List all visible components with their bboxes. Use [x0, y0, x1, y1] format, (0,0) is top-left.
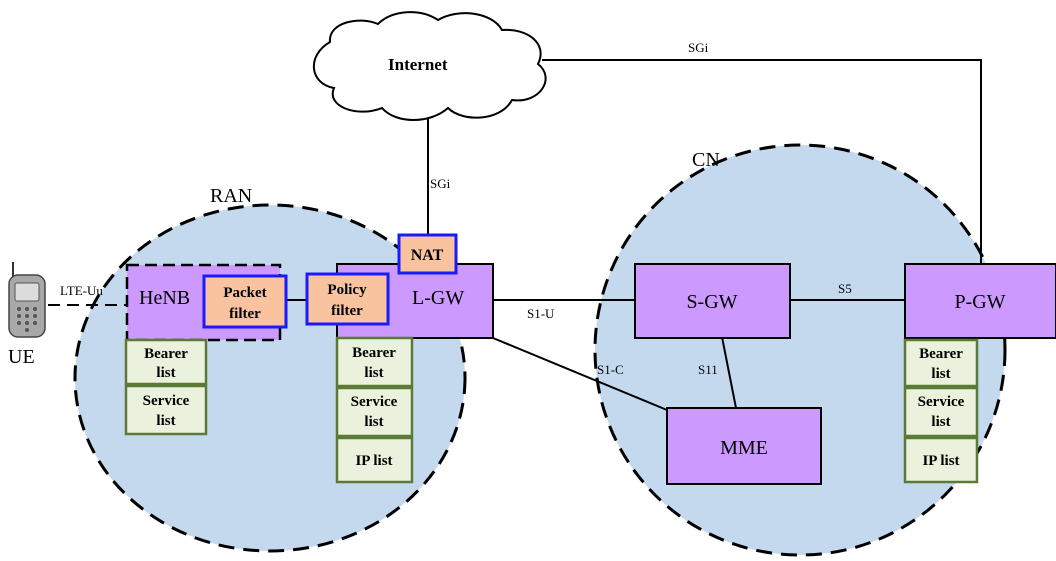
lgw-bearer-line1: Bearer	[352, 345, 396, 361]
sgi-pgw-link	[542, 59, 982, 265]
henb-service-line2: list	[156, 413, 175, 429]
mobile-phone-icon	[8, 262, 46, 338]
pgw-service-line1: Service	[918, 394, 965, 410]
lgw-bearer-list	[335, 336, 414, 388]
lgw-ip-line1: IP list	[355, 453, 392, 469]
policy-filter	[305, 272, 390, 326]
internet-label: Internet	[388, 55, 448, 74]
henb-bearer-line2: list	[156, 365, 175, 381]
s5-label: S5	[838, 281, 852, 296]
pgw-bearer-list	[903, 338, 979, 388]
packet-filter-line2: filter	[229, 306, 261, 322]
policy-filter-line2: filter	[331, 303, 363, 319]
pgw-bearer-line1: Bearer	[919, 346, 963, 362]
sgi-top-label: SGi	[688, 40, 709, 55]
lgw-label: L-GW	[412, 287, 464, 309]
pgw-label: P-GW	[954, 291, 1005, 313]
henb-label: HeNB	[139, 287, 190, 309]
pgw-ip-list	[903, 436, 979, 484]
internet-cloud	[312, 11, 547, 121]
nat-label: NAT	[411, 247, 444, 264]
lgw-service-list	[335, 386, 414, 438]
connections	[48, 59, 982, 411]
lgw-service-line1: Service	[351, 394, 398, 410]
s1u-label: S1-U	[527, 306, 555, 321]
pgw-service-list	[903, 386, 979, 438]
henb-bearer-line1: Bearer	[144, 346, 188, 362]
sgi-lgw-label: SGi	[430, 176, 451, 191]
pgw-bearer-line2: list	[931, 366, 950, 382]
henb-bearer-list	[124, 338, 208, 386]
pgw-service-line2: list	[931, 414, 950, 430]
sgw-label: S-GW	[686, 291, 737, 313]
s1c-link	[492, 337, 668, 411]
ue-label: UE	[8, 346, 35, 368]
pgw-ip-line1: IP list	[922, 453, 959, 469]
pgw-node	[904, 263, 1056, 339]
henb-service-list	[124, 384, 208, 436]
s11-label: S11	[698, 362, 718, 377]
lte-uu-label: LTE-Uu	[60, 283, 103, 298]
packet-filter-line1: Packet	[223, 285, 266, 301]
s11-link	[721, 336, 737, 409]
s1c-label: S1-C	[597, 362, 624, 377]
lgw-service-line2: list	[364, 414, 383, 430]
mme-node	[666, 407, 822, 485]
ran-label: RAN	[210, 185, 252, 207]
lgw-ip-list	[335, 436, 414, 484]
henb-service-line1: Service	[143, 393, 190, 409]
nat-box	[397, 233, 458, 275]
packet-filter	[202, 274, 288, 329]
lgw-bearer-line2: list	[364, 365, 383, 381]
cn-label: CN	[692, 149, 720, 171]
policy-filter-line1: Policy	[327, 282, 367, 298]
mme-label: MME	[720, 437, 768, 459]
sgw-node	[634, 263, 791, 339]
